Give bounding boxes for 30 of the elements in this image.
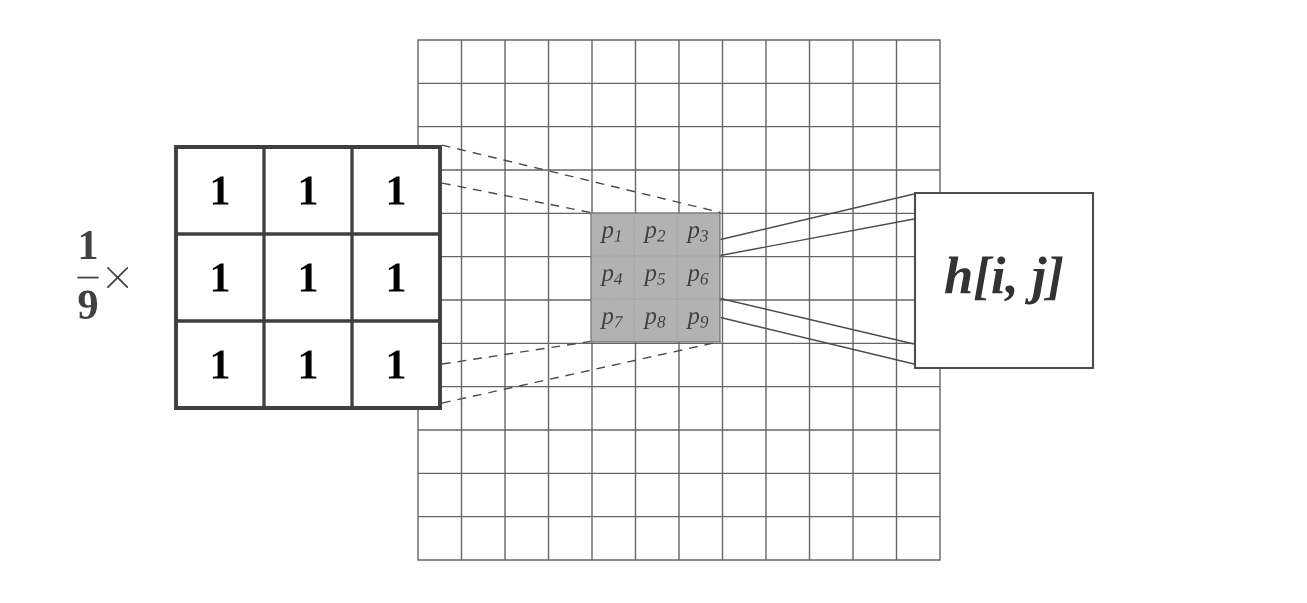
connector-line [719,218,915,257]
kernel-cell: 1 [262,319,354,410]
patch-cell: p$_{1}$ [590,212,635,257]
kernel-cell: 1 [262,232,354,323]
connector-line [441,340,592,365]
shaded-patch [590,212,721,343]
kernel-cell: 1 [262,145,354,236]
output-box: h[i, j] [913,191,1095,370]
connector-line [719,193,915,241]
kernel-cell: 1 [350,145,442,236]
patch-cell: p$_{2}$ [633,212,678,257]
kernel-cell: 1 [350,232,442,323]
fraction-label: $\frac{\mathbf{1}}{\mathbf{9}}\times$ [77,231,129,319]
patch-cell: p$_{8}$ [633,298,678,343]
kernel-cell: 1 [350,319,442,410]
connector-line [719,297,915,345]
kernel-cell: 1 [174,145,266,236]
patch-cell: p$_{3}$ [676,212,721,257]
patch-cell: p$_{6}$ [676,255,721,300]
patch-cell: p$_{5}$ [633,255,678,300]
kernel-cell: 1 [174,319,266,410]
connector-line [441,144,722,214]
patch-cell: p$_{7}$ [590,298,635,343]
connector-line [441,182,592,214]
connector-line [441,340,722,404]
kernel-grid [174,145,442,410]
patch-cell: p$_{9}$ [676,298,721,343]
patch-cell: p$_{4}$ [590,255,635,300]
kernel-cell: 1 [174,232,266,323]
connector-line [719,316,915,365]
